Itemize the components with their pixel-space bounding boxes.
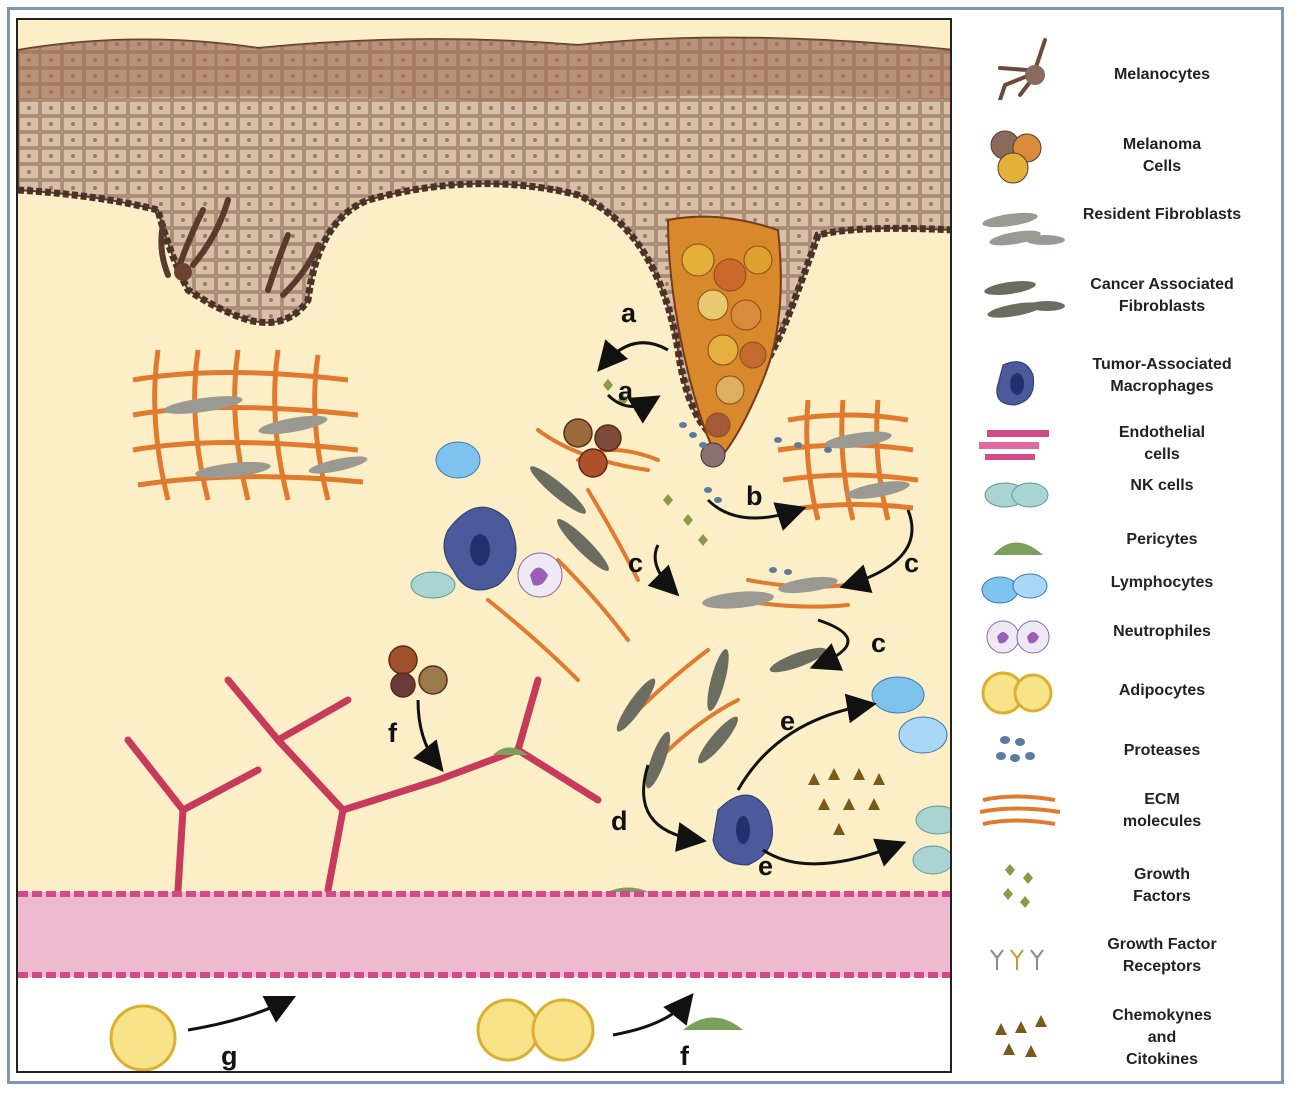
label-e-bottom: e bbox=[758, 851, 773, 881]
legend-item-nk: NK cells bbox=[965, 475, 1275, 515]
legend-item-gf-receptors: Growth Factor Receptors bbox=[965, 930, 1275, 985]
pericyte-icon bbox=[993, 542, 1043, 555]
protease-icon bbox=[996, 736, 1035, 762]
melanoma-invasion bbox=[666, 215, 782, 462]
nk-cell-icon bbox=[984, 482, 1049, 508]
melanoma-cluster-mid bbox=[388, 645, 448, 698]
legend-label-lymphocytes: Lymphocytes bbox=[1110, 574, 1214, 591]
legend-label-caf: Cancer Associated Fibroblasts bbox=[1090, 276, 1234, 315]
endothelial-cell-icon bbox=[979, 430, 1049, 460]
legend-label-melanocytes: Melanocytes bbox=[1113, 66, 1211, 83]
legend-label-adipocytes: Adipocytes bbox=[1118, 682, 1206, 699]
legend-item-neutrophiles: Neutrophiles bbox=[965, 615, 1275, 660]
adipocytes bbox=[109, 998, 595, 1071]
legend-item-growth-factors: Growth Factors bbox=[965, 860, 1275, 915]
legend-item-ecm: ECM molecules bbox=[965, 785, 1275, 835]
melanoma-cluster-top bbox=[563, 418, 622, 478]
legend-label-resident-fibroblasts: Resident Fibroblasts bbox=[1082, 206, 1242, 223]
label-c-right: c bbox=[904, 548, 919, 578]
legend-item-adipocytes: Adipocytes bbox=[965, 668, 1275, 718]
legend-label-melanoma: Melanoma Cells bbox=[1122, 136, 1202, 175]
receptor-icon bbox=[990, 949, 1044, 970]
resident-fibroblasts-right bbox=[824, 431, 910, 499]
legend-label-growth-factors: Growth Factors bbox=[1133, 866, 1191, 905]
stratum-corneum bbox=[18, 37, 950, 102]
legend-item-proteases: Proteases bbox=[965, 728, 1275, 773]
legend-item-endothelial: Endothelial cells bbox=[965, 420, 1275, 470]
label-g: g bbox=[221, 1041, 238, 1071]
chemokine-icon bbox=[995, 1015, 1047, 1057]
cancer-associated-fibroblasts bbox=[530, 466, 827, 789]
lymphocyte-icon bbox=[981, 573, 1048, 604]
legend-item-melanoma: Melanoma Cells bbox=[965, 120, 1275, 190]
legend-item-pericytes: Pericytes bbox=[965, 525, 1275, 565]
label-f-mid: f bbox=[388, 718, 398, 748]
endothelial-wall bbox=[18, 891, 950, 978]
neutrophile bbox=[517, 552, 563, 598]
label-a-bottom: a bbox=[618, 376, 634, 406]
melanocyte-body bbox=[174, 263, 192, 281]
nk-cells bbox=[410, 571, 950, 875]
caf-icon bbox=[984, 281, 1065, 318]
resident-fibroblasts-left bbox=[163, 396, 368, 479]
ecm-icon bbox=[979, 794, 1061, 826]
blood-vessel bbox=[18, 892, 950, 977]
growth-factor-icon bbox=[1003, 864, 1033, 908]
label-c-left: c bbox=[628, 548, 643, 578]
legend-item-melanocytes: Melanocytes bbox=[965, 30, 1275, 100]
neutrophil-icon bbox=[986, 620, 1050, 654]
label-b: b bbox=[746, 481, 763, 511]
capillary-network bbox=[124, 676, 602, 894]
process-arrows bbox=[187, 339, 914, 1037]
resident-fibroblast-icon bbox=[982, 212, 1065, 246]
legend-label-ecm: ECM molecules bbox=[1122, 791, 1202, 830]
label-d: d bbox=[611, 806, 628, 836]
legend-item-tam: Tumor-Associated Macrophages bbox=[965, 350, 1275, 410]
legend-item-chemokynes: Chemokynes and Citokines bbox=[965, 1005, 1275, 1075]
legend-label-pericytes: Pericytes bbox=[1126, 531, 1198, 548]
tumor-microenvironment-panel: a a b c c c d e e f f g bbox=[16, 18, 952, 1073]
tumor-associated-macrophage-2 bbox=[712, 794, 773, 866]
migrating-melanoma-cell bbox=[700, 442, 726, 468]
resident-fibroblasts-center bbox=[702, 576, 838, 609]
chemokines bbox=[808, 768, 885, 835]
tumor-associated-macrophage bbox=[443, 506, 517, 591]
label-c-lower: c bbox=[871, 628, 886, 658]
legend-item-resident-fibroblasts: Resident Fibroblasts bbox=[965, 200, 1275, 260]
label-e-top: e bbox=[780, 706, 795, 736]
melanoma-cells-icon bbox=[990, 130, 1042, 184]
legend-label-proteases: Proteases bbox=[1123, 742, 1201, 759]
growth-factors bbox=[603, 379, 708, 546]
legend: Melanocytes Melanoma Cells Resident Fibr… bbox=[965, 20, 1275, 1075]
basal-layer bbox=[18, 180, 950, 445]
legend-label-gf-receptors: Growth Factor Receptors bbox=[1107, 936, 1217, 975]
label-a-top: a bbox=[621, 298, 637, 328]
legend-label-endothelial: Endothelial cells bbox=[1118, 424, 1206, 463]
adipocyte-icon bbox=[981, 671, 1053, 715]
legend-item-lymphocytes: Lymphocytes bbox=[965, 568, 1275, 608]
proteases bbox=[679, 422, 832, 575]
label-f-bottom: f bbox=[680, 1041, 690, 1071]
legend-label-neutrophiles: Neutrophiles bbox=[1113, 623, 1211, 640]
legend-label-nk: NK cells bbox=[1130, 477, 1194, 494]
ecm-mesh-right bbox=[777, 399, 919, 521]
legend-label-chemokynes: Chemokynes and Citokines bbox=[1112, 1007, 1212, 1068]
melanocyte-icon bbox=[998, 38, 1047, 100]
legend-item-caf: Cancer Associated Fibroblasts bbox=[965, 270, 1275, 330]
macrophage-icon bbox=[996, 361, 1035, 406]
legend-label-tam: Tumor-Associated Macrophages bbox=[1092, 356, 1232, 395]
